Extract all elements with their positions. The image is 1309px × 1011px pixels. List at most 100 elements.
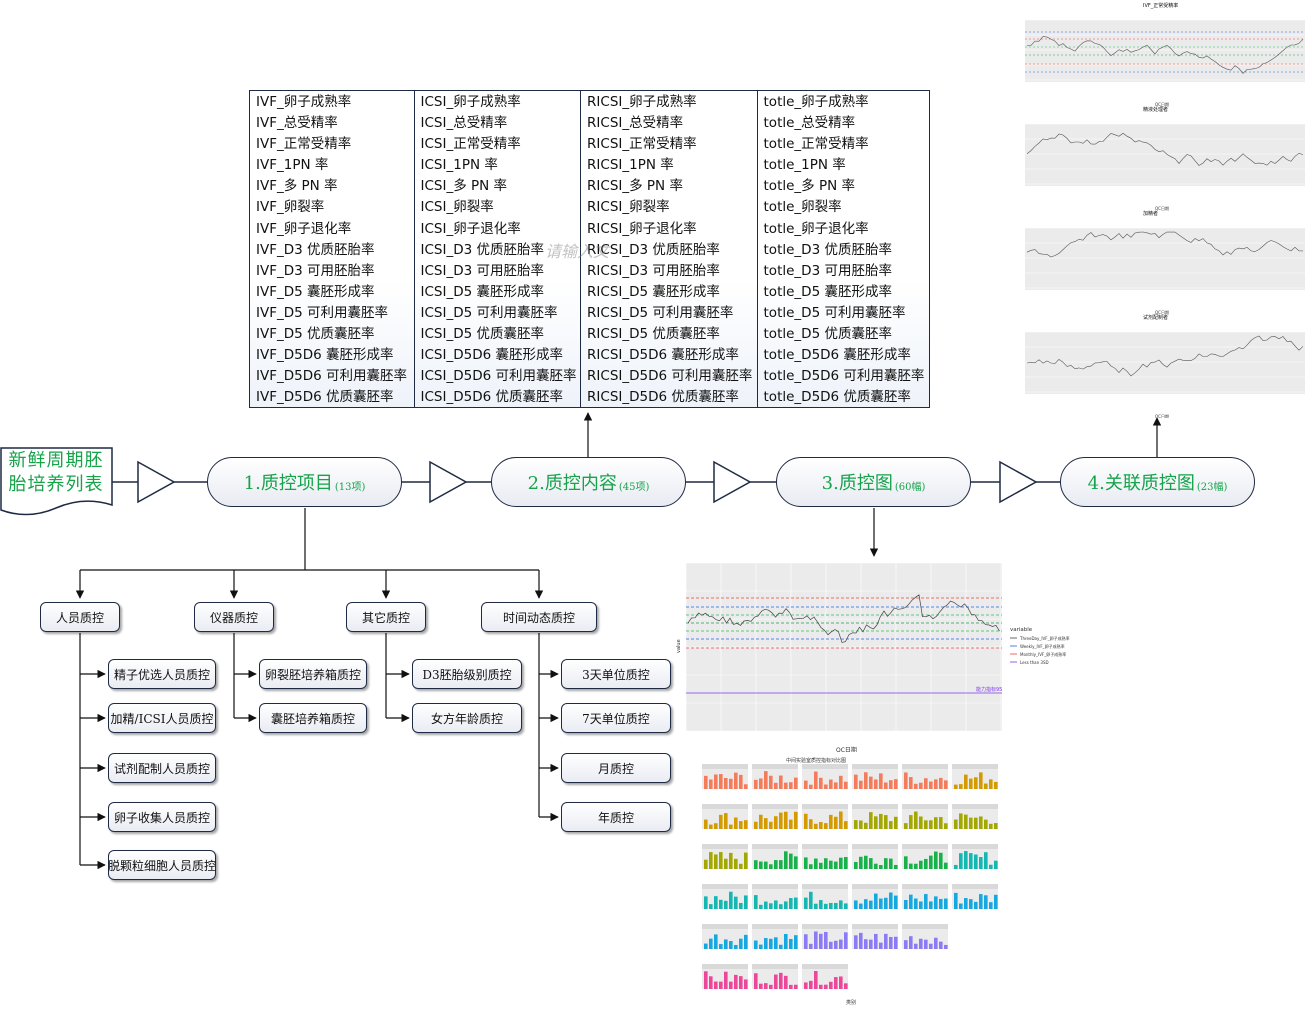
- facet-bar: [829, 814, 833, 829]
- facet-bar: [809, 980, 813, 989]
- facet-bar: [819, 777, 823, 789]
- facet-bar: [809, 891, 813, 909]
- facet-bar: [879, 813, 883, 829]
- facet-bar: [814, 823, 818, 829]
- facet-bar: [859, 903, 863, 909]
- facet-bar: [844, 932, 848, 949]
- metric-cell: IVF_D3 可用胚胎率: [256, 262, 375, 279]
- related-series-line: [1026, 132, 1304, 166]
- metric-cell: ICSI_D5 优质囊胚率: [420, 326, 544, 343]
- metric-cell: IVF_D5D6 囊胚形成率: [256, 347, 394, 364]
- facet-bar: [809, 864, 813, 869]
- metric-cell: totle_D5D6 可利用囊胚率: [763, 368, 925, 385]
- facet-bar: [934, 817, 938, 829]
- facet-bar: [739, 938, 743, 949]
- facet-bar: [979, 772, 983, 789]
- facet-bar: [869, 939, 873, 949]
- facet-bar: [704, 943, 708, 949]
- facet-bar: [754, 973, 758, 989]
- facet-bar: [719, 899, 723, 909]
- facet-bar: [994, 781, 998, 789]
- stage-related-charts: 4.关联质控图(23幅): [1060, 457, 1255, 507]
- facet-bar: [919, 782, 923, 789]
- facet-bar: [919, 901, 923, 909]
- facet-bar: [739, 976, 743, 989]
- facet-bar: [784, 975, 788, 989]
- facet-bar: [914, 811, 918, 829]
- facet-bar: [784, 811, 788, 829]
- facet-bar: [884, 933, 888, 949]
- facet-bar: [869, 776, 873, 789]
- facet-bar: [984, 783, 988, 789]
- facet-bar: [714, 823, 718, 829]
- facet-bar: [954, 819, 958, 829]
- metric-cell: IVF_正常受精率: [256, 136, 352, 153]
- facet-bar: [709, 904, 713, 909]
- facet-bar: [989, 823, 993, 829]
- facet-bar: [734, 896, 738, 909]
- legend-title: variable: [1010, 627, 1033, 633]
- facet-bar: [714, 854, 718, 869]
- facet-bar: [909, 936, 913, 949]
- facet-bar: [719, 852, 723, 869]
- facet-bar: [889, 936, 893, 949]
- facet-bar: [889, 858, 893, 869]
- qc-control-chart-svg: 能力指标95valueQC日期variableThreeDay_IVF_卵子成熟…: [676, 562, 1070, 754]
- facet-grid-title: 中间实验室质控指标对比图: [786, 757, 846, 764]
- facet-bar: [739, 821, 743, 829]
- related-series-line: [1026, 36, 1304, 74]
- facet-strip: [902, 884, 948, 889]
- metric-cell: ICSI_1PN 率: [420, 157, 498, 174]
- facet-bar: [759, 904, 763, 909]
- facet-bar: [844, 857, 848, 869]
- facet-bar: [794, 984, 798, 989]
- facet-bar: [739, 774, 743, 789]
- facet-bar: [814, 971, 818, 989]
- facet-bar: [729, 981, 733, 989]
- facet-bar: [819, 900, 823, 909]
- facet-bar: [774, 860, 778, 869]
- metric-cell: ICSI_正常受精率: [420, 136, 521, 153]
- facet-bar: [804, 982, 808, 989]
- item-female-age-qc: 女方年龄质控: [412, 703, 522, 733]
- facet-bar: [854, 774, 858, 789]
- related-x-label: QC日期: [1155, 309, 1169, 315]
- facet-bar: [969, 778, 973, 789]
- facet-strip: [852, 884, 898, 889]
- facet-bar: [759, 778, 763, 789]
- facet-bar: [964, 851, 968, 869]
- facet-bar: [909, 777, 913, 789]
- metric-cell: RICSI_D5 可利用囊胚率: [587, 304, 734, 321]
- facet-bar: [724, 858, 728, 869]
- facet-bar: [824, 823, 828, 829]
- facet-bar: [819, 984, 823, 989]
- facet-strip: [802, 764, 848, 769]
- facet-bar: [769, 821, 773, 829]
- facet-strip: [902, 844, 948, 849]
- metric-cell: RICSI_D5D6 优质囊胚率: [587, 389, 739, 406]
- stage-label: 2.质控内容: [527, 473, 617, 494]
- facet-bar: [789, 984, 793, 989]
- facet-bar: [919, 860, 923, 869]
- metric-cell: IVF_卵子退化率: [256, 220, 352, 237]
- facet-bar: [704, 819, 708, 829]
- facet-bar: [764, 861, 768, 869]
- facet-bar: [764, 983, 768, 989]
- facet-bar: [759, 983, 763, 989]
- facet-bar: [984, 819, 988, 829]
- facet-bar: [904, 940, 908, 949]
- facet-bar: [784, 933, 788, 949]
- facet-bar: [994, 860, 998, 869]
- facet-strip: [702, 884, 748, 889]
- facet-bar: [804, 934, 808, 949]
- facet-bar: [709, 824, 713, 829]
- document-shape: [0, 447, 113, 516]
- facet-bar: [874, 816, 878, 829]
- facet-strip: [852, 764, 898, 769]
- facet-bar: [709, 852, 713, 869]
